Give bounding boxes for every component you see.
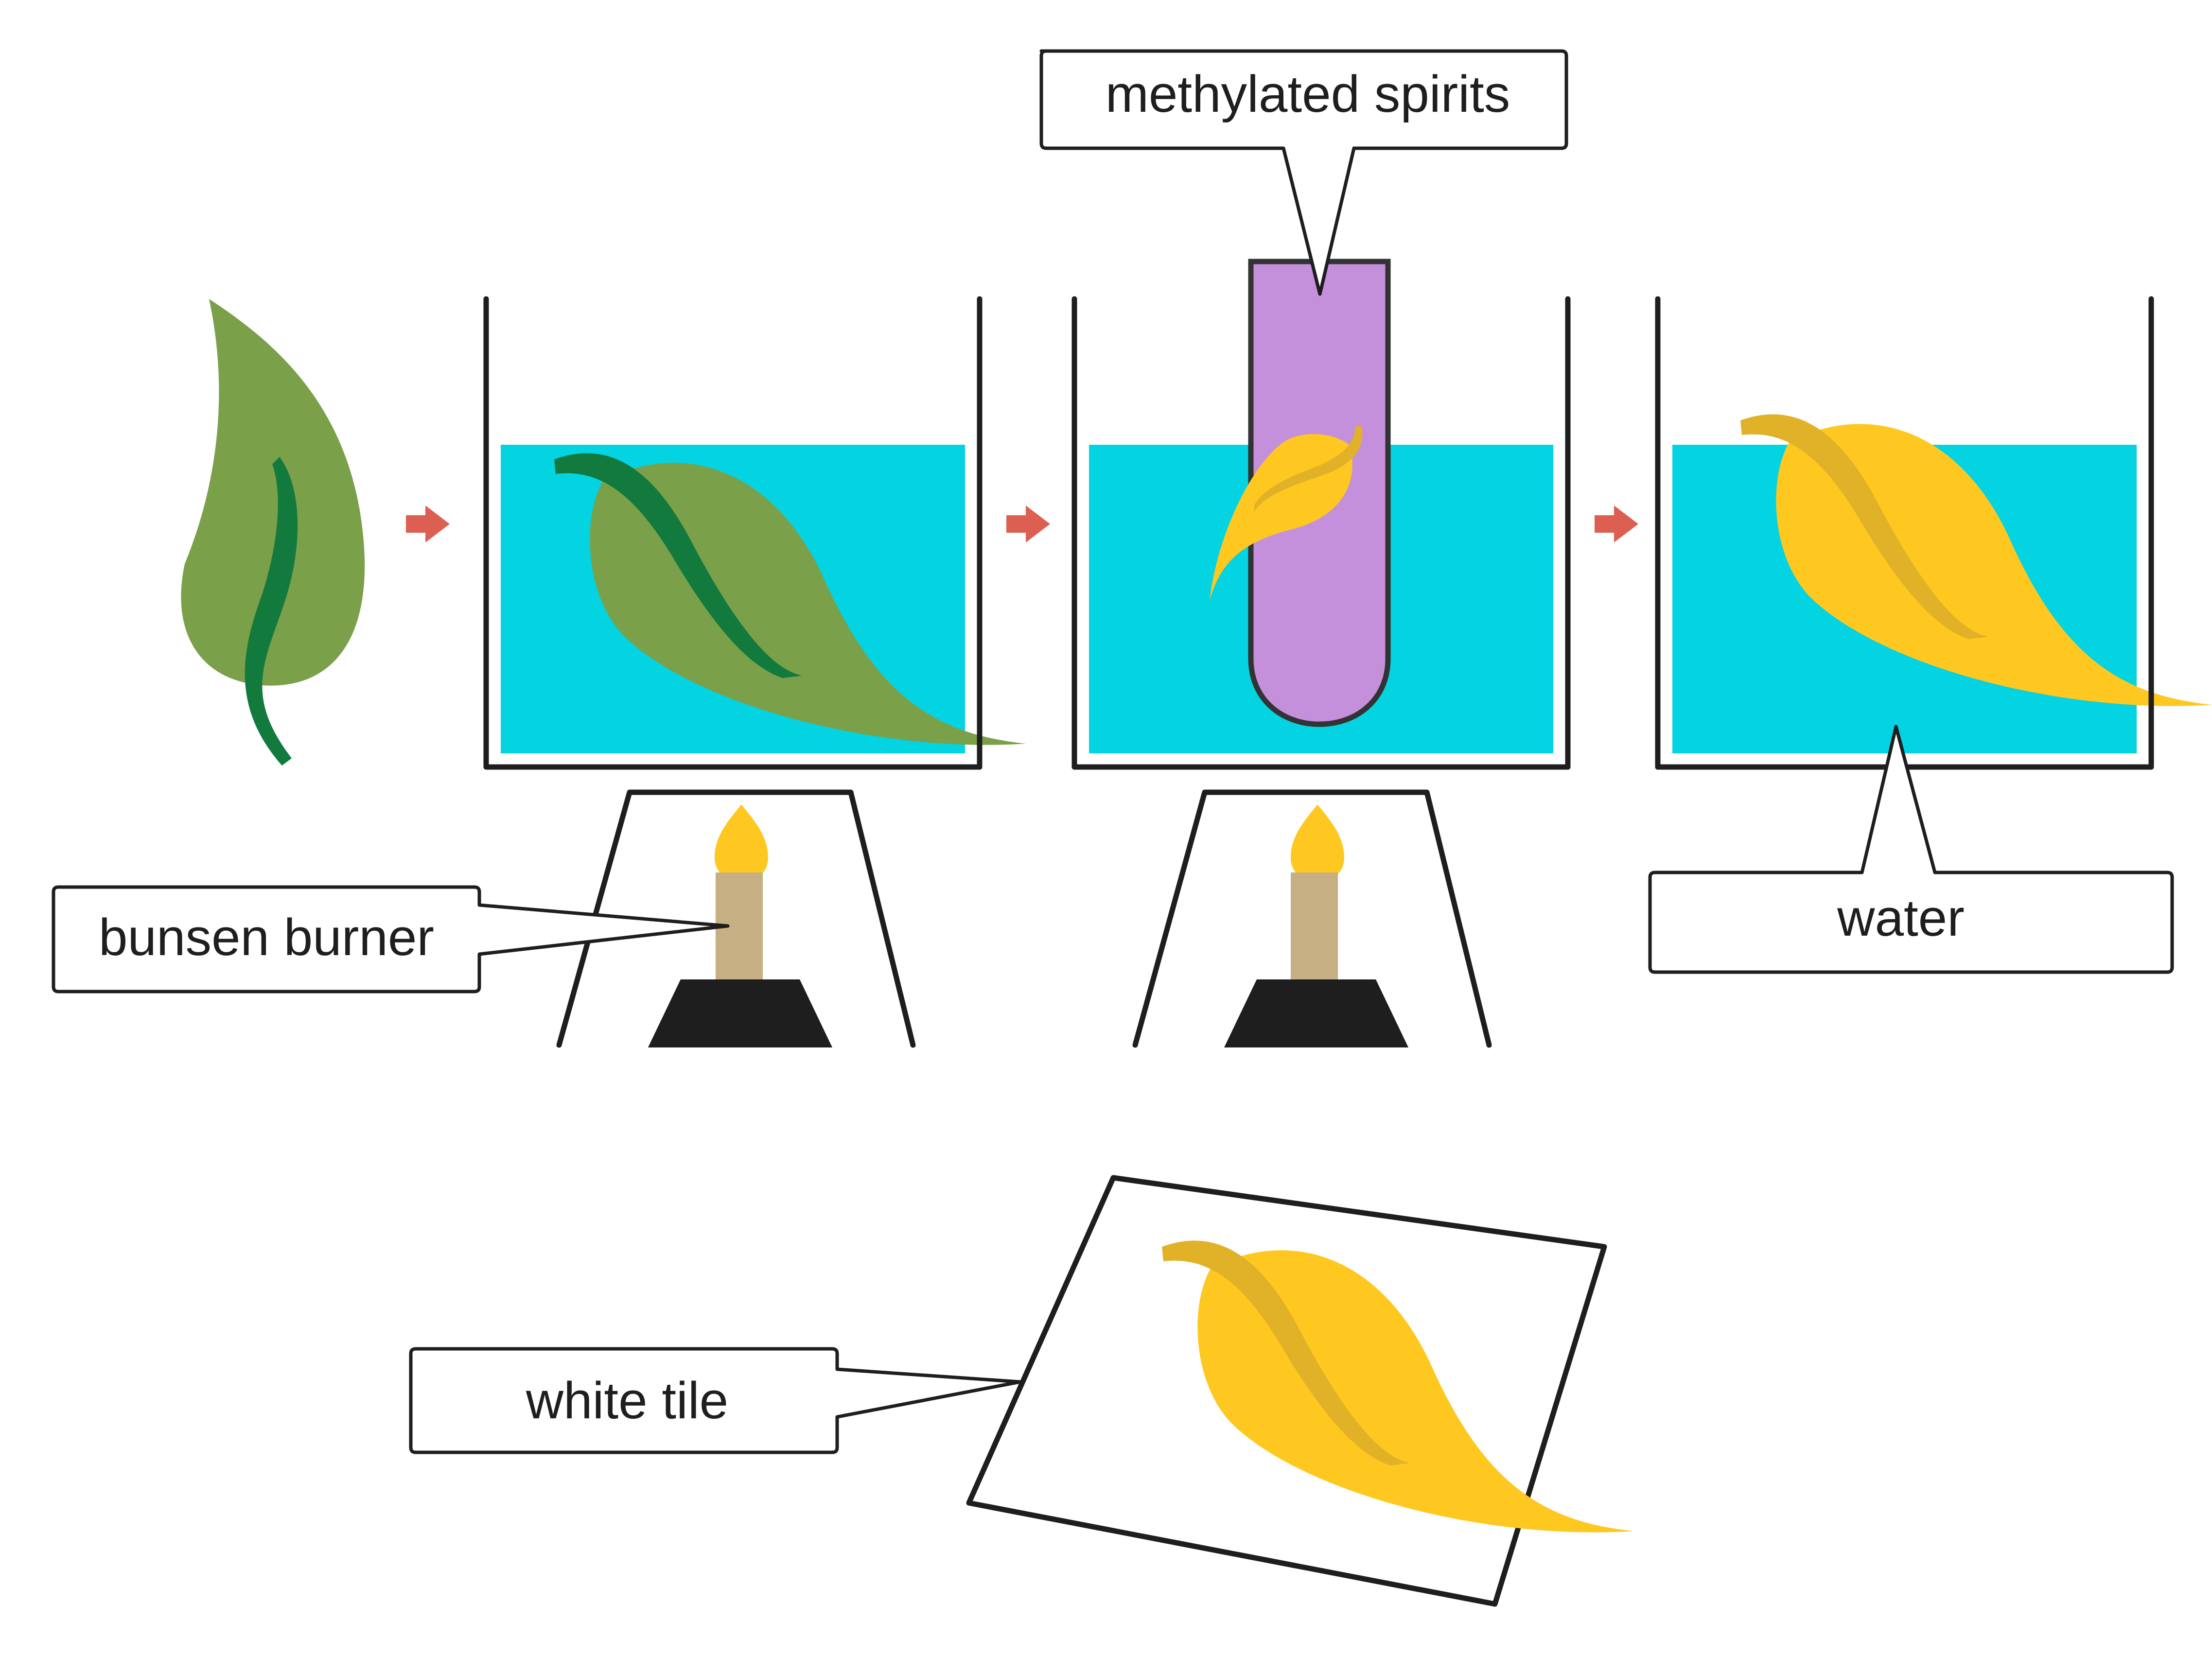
burner-tube	[1291, 872, 1338, 979]
flame-icon	[715, 804, 768, 882]
beaker-outline	[483, 296, 983, 770]
flame-icon	[1291, 804, 1344, 882]
burner-base	[1224, 979, 1408, 1047]
burner-base	[648, 979, 832, 1047]
bunsen-burner	[648, 804, 832, 1047]
fresh-green-leaf	[181, 299, 365, 766]
methylated-spirits-callout: methylated spirits	[1039, 49, 1568, 296]
beaker-outline	[1071, 296, 1571, 770]
white-tile	[966, 1175, 1633, 1607]
methylated-spirits-label: methylated spirits	[1106, 65, 1510, 123]
beaker-boiling-water	[483, 296, 1026, 770]
right-arrow-icon	[1006, 506, 1050, 542]
white-tile-label: white tile	[526, 1371, 728, 1430]
right-arrow-icon	[1595, 506, 1638, 542]
white-tile-callout: white tile	[409, 1347, 1022, 1454]
beaker-hot-water-with-tube	[1071, 259, 1571, 770]
bunsen-burner	[1224, 804, 1408, 1047]
green-leaf-blade	[181, 299, 365, 686]
green-leaf-vein	[245, 457, 298, 766]
tripod-stand	[1132, 789, 1492, 1048]
bunsen-burner-callout: bunsen burner	[52, 885, 730, 994]
right-arrow-icon	[406, 506, 450, 542]
bunsen-burner-label: bunsen burner	[99, 908, 434, 966]
water-callout: water	[1648, 725, 2174, 974]
beaker-water	[1655, 296, 2212, 770]
water-label: water	[1837, 889, 1965, 947]
